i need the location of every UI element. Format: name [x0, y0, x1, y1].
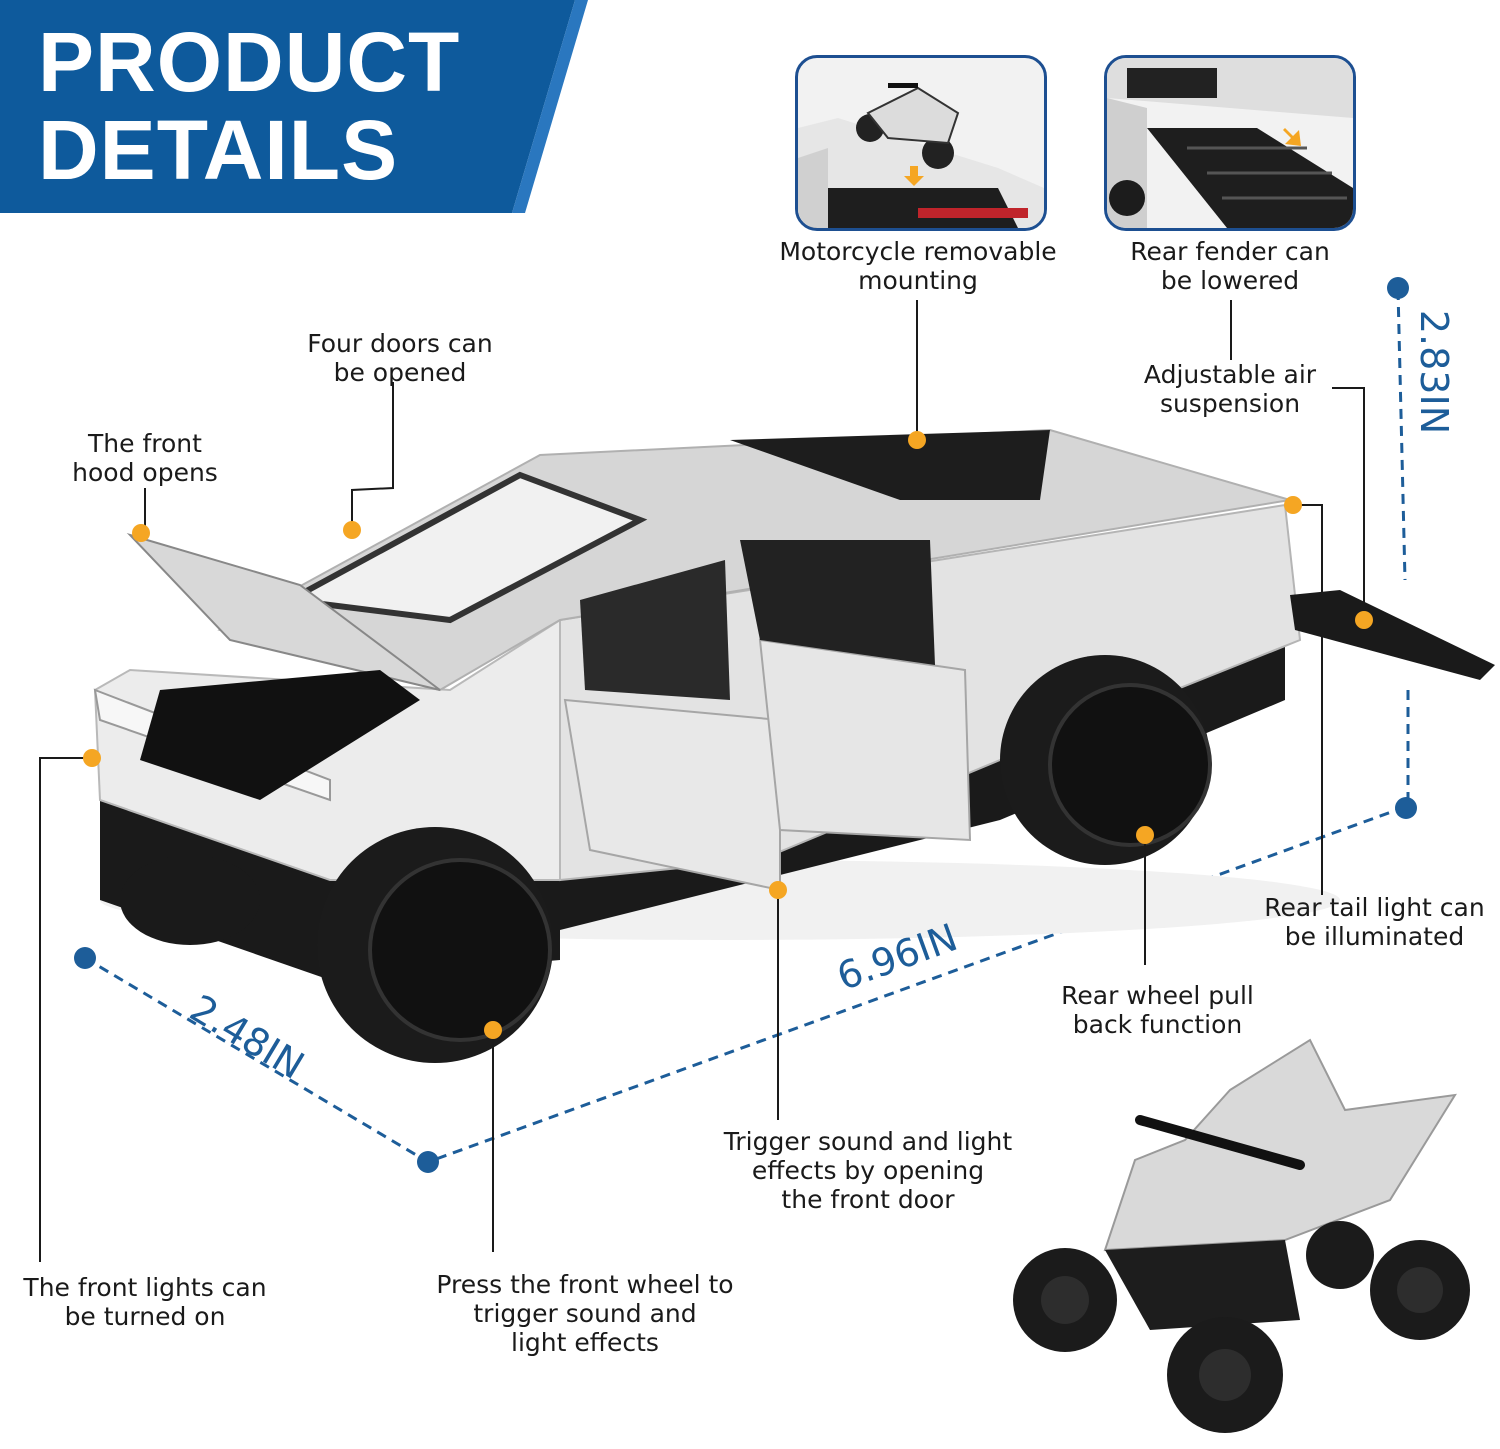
atv-illustration — [1013, 1038, 1470, 1433]
cybertruck-illustration — [93, 428, 1495, 1063]
tail-light-callout-dot — [1284, 496, 1302, 514]
front-hood-callout-dot — [132, 524, 150, 542]
motorcycle-mount-icon — [798, 83, 1044, 228]
front-wheel-callout-dot — [484, 1021, 502, 1039]
four-doors-callout-dot — [343, 521, 361, 539]
motorcycle-callout-dot — [908, 431, 926, 449]
air-suspension-callout-dot — [1355, 611, 1373, 629]
width-dimension-start — [74, 947, 96, 969]
dimension-lines — [84, 289, 1410, 1164]
length-dimension-endpoint — [1395, 797, 1417, 819]
height-dimension-endpoint — [1387, 277, 1409, 299]
page-title: PRODUCT DETAILS — [38, 15, 461, 197]
tailgate-icon — [1107, 58, 1353, 228]
tailgate-photo — [1104, 55, 1356, 231]
callout-leader-lines — [39, 300, 1365, 1262]
motorcycle-mount-photo — [795, 55, 1047, 231]
height-dimension-label: 2.83IN — [1412, 309, 1457, 435]
front-lights-callout-dot — [83, 749, 101, 767]
width-dimension-endpoint — [417, 1151, 439, 1173]
rear-wheel-callout-dot — [1136, 826, 1154, 844]
trigger-door-callout-dot — [769, 881, 787, 899]
